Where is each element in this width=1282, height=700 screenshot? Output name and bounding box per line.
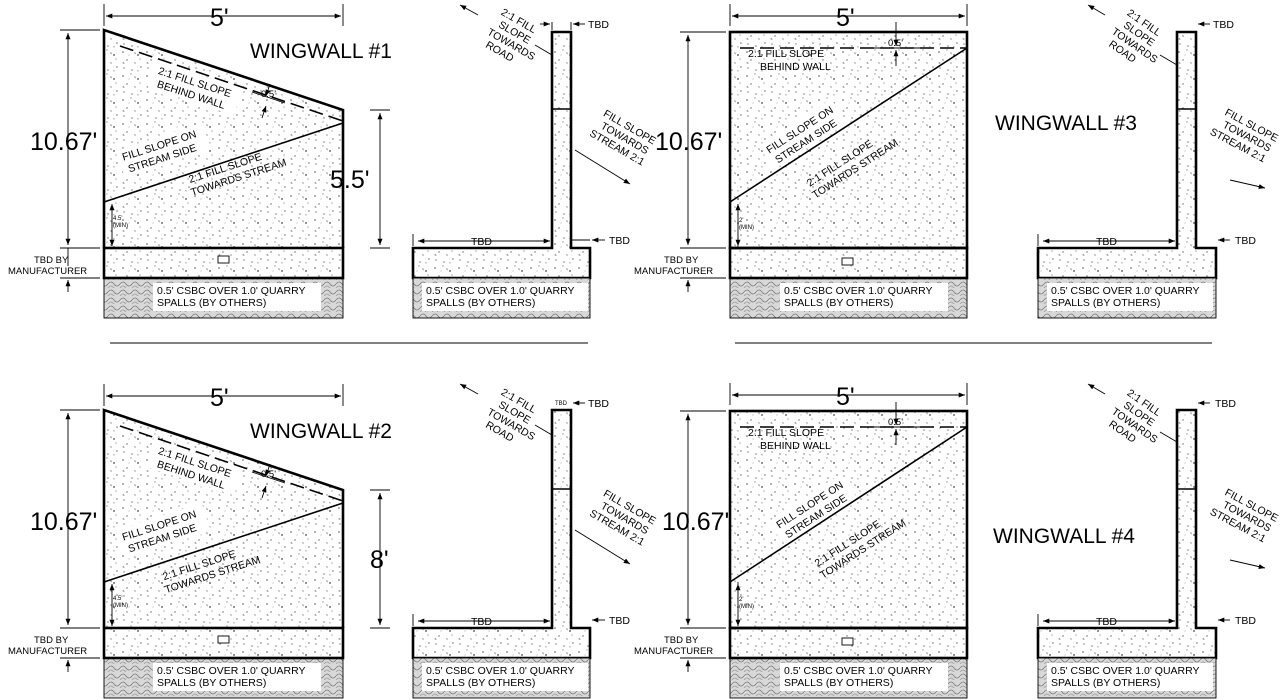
wingwall-3-width-dim: 5' bbox=[836, 4, 855, 32]
wingwall-2-section-heel-tbd: TBD bbox=[471, 616, 492, 628]
wingwall-4-min-1: 2' bbox=[739, 597, 743, 603]
wingwall-1-width-dim: 5' bbox=[210, 4, 229, 32]
wingwall-3-height-dim: 10.67' bbox=[655, 128, 722, 156]
wingwall-3-base-note-1: 0.5' CSBC OVER 1.0' QUARRY bbox=[784, 285, 933, 297]
wingwall-4-height-dim: 10.67' bbox=[662, 508, 729, 536]
wingwall-3-fill-behind-2: BEHIND WALL bbox=[760, 61, 831, 73]
wingwall-1-section-base-note-1: 0.5' CSBC OVER 1.0' QUARRY bbox=[426, 285, 575, 297]
wingwall-4-base-note-1: 0.5' CSBC OVER 1.0' QUARRY bbox=[784, 665, 933, 677]
wingwall-4-width-dim: 5' bbox=[836, 383, 855, 411]
wingwall-1-min-1: 4.5' bbox=[113, 216, 123, 222]
wingwall-1-side-dim: 5.5' bbox=[330, 166, 370, 194]
wingwall-2-base-note-2: SPALLS (BY OTHERS) bbox=[157, 677, 266, 689]
wingwall-2-min-1: 4.5' bbox=[113, 596, 123, 602]
wingwall-4-section-toe-tbd: TBD bbox=[1235, 615, 1256, 627]
wingwall-4-section-top-tbd: TBD bbox=[1215, 398, 1236, 410]
wingwall-4-section-heel-tbd: TBD bbox=[1096, 616, 1117, 628]
wingwall-2-tbd-manufacturer-2: MANUFACTURER bbox=[8, 646, 87, 657]
wingwall-1-title: WINGWALL #1 bbox=[250, 40, 392, 63]
wingwall-3-section-base-note-1: 0.5' CSBC OVER 1.0' QUARRY bbox=[1051, 285, 1200, 297]
wingwall-3-section-toe-tbd: TBD bbox=[1235, 235, 1256, 247]
wingwall-2-section-toe-tbd: TBD bbox=[609, 615, 630, 627]
wingwall-4-tbd-manufacturer-2: MANUFACTURER bbox=[634, 646, 713, 657]
wingwall-2-min-2: (MIN) bbox=[113, 603, 128, 609]
wingwall-1-tbd-manufacturer-1: TBD BY bbox=[34, 255, 69, 266]
wingwall-3-section-heel-tbd: TBD bbox=[1096, 236, 1117, 248]
wingwall-1-base-note-2: SPALLS (BY OTHERS) bbox=[157, 297, 266, 309]
wingwall-4-tbd-manufacturer-1: TBD BY bbox=[664, 635, 699, 646]
wingwall-2-width-dim: 5' bbox=[210, 384, 229, 412]
wingwall-1-offset: 0.5' bbox=[261, 89, 276, 100]
wingwall-1-tbd-manufacturer-2: MANUFACTURER bbox=[8, 266, 87, 277]
wingwall-1-section-toe-tbd: TBD bbox=[609, 235, 630, 247]
wingwall-3-tbd-manufacturer-1: TBD BY bbox=[664, 255, 699, 266]
wingwall-3-min-2: (MIN) bbox=[739, 225, 754, 231]
wingwall-4-min-2: (MIN) bbox=[739, 604, 754, 610]
wingwall-2-section-top-tbd-small: TBD bbox=[555, 401, 568, 407]
wingwall-1-height-dim: 10.67' bbox=[30, 128, 97, 156]
wingwall-4-section-base-note-2: SPALLS (BY OTHERS) bbox=[1051, 677, 1160, 689]
wingwall-2-section-base-note-1: 0.5' CSBC OVER 1.0' QUARRY bbox=[426, 665, 575, 677]
wingwall-2-offset: 0.5' bbox=[261, 469, 276, 480]
wingwall-3-section-base-note-2: SPALLS (BY OTHERS) bbox=[1051, 297, 1160, 309]
wingwall-3-fill-behind-1: 2:1 FILL SLOPE bbox=[748, 48, 824, 60]
wingwall-4-title: WINGWALL #4 bbox=[993, 525, 1135, 548]
wingwall-4-elevation bbox=[680, 383, 969, 699]
wingwall-2-section-base-note-2: SPALLS (BY OTHERS) bbox=[426, 677, 535, 689]
wingwall-3-section-top-tbd: TBD bbox=[1213, 19, 1234, 31]
wingwall-1-min-2: (MIN) bbox=[113, 223, 128, 229]
wingwall-1-section-heel-tbd: TBD bbox=[471, 236, 492, 248]
wingwall-2-height-dim: 10.67' bbox=[30, 508, 97, 536]
wingwall-2-side-dim: 8' bbox=[370, 546, 389, 574]
wingwall-3-min-1: 2' bbox=[739, 218, 743, 224]
wingwall-4-fill-behind-2: BEHIND WALL bbox=[760, 440, 831, 452]
wingwall-2-base-note-1: 0.5' CSBC OVER 1.0' QUARRY bbox=[157, 665, 306, 677]
wingwall-4-offset: 0.5' bbox=[888, 417, 903, 428]
wingwall-3-offset: 0.5' bbox=[888, 38, 903, 49]
wingwall-4-base-note-2: SPALLS (BY OTHERS) bbox=[784, 677, 893, 689]
wingwall-4-section-base-note-1: 0.5' CSBC OVER 1.0' QUARRY bbox=[1051, 665, 1200, 677]
wingwall-2-title: WINGWALL #2 bbox=[250, 420, 392, 443]
wingwall-3-base-note-2: SPALLS (BY OTHERS) bbox=[784, 297, 893, 309]
wingwall-4-fill-behind-1: 2:1 FILL SLOPE bbox=[748, 427, 824, 439]
wingwall-2-tbd-manufacturer-1: TBD BY bbox=[34, 635, 69, 646]
wingwall-3-tbd-manufacturer-2: MANUFACTURER bbox=[634, 266, 713, 277]
wingwall-1-base-note-1: 0.5' CSBC OVER 1.0' QUARRY bbox=[157, 285, 306, 297]
wingwall-1-section-top-tbd: TBD bbox=[588, 19, 609, 31]
wingwall-2-section-top-tbd: TBD bbox=[588, 398, 609, 410]
wingwall-3-title: WINGWALL #3 bbox=[995, 112, 1137, 135]
wingwall-1-section-base-note-2: SPALLS (BY OTHERS) bbox=[426, 297, 535, 309]
